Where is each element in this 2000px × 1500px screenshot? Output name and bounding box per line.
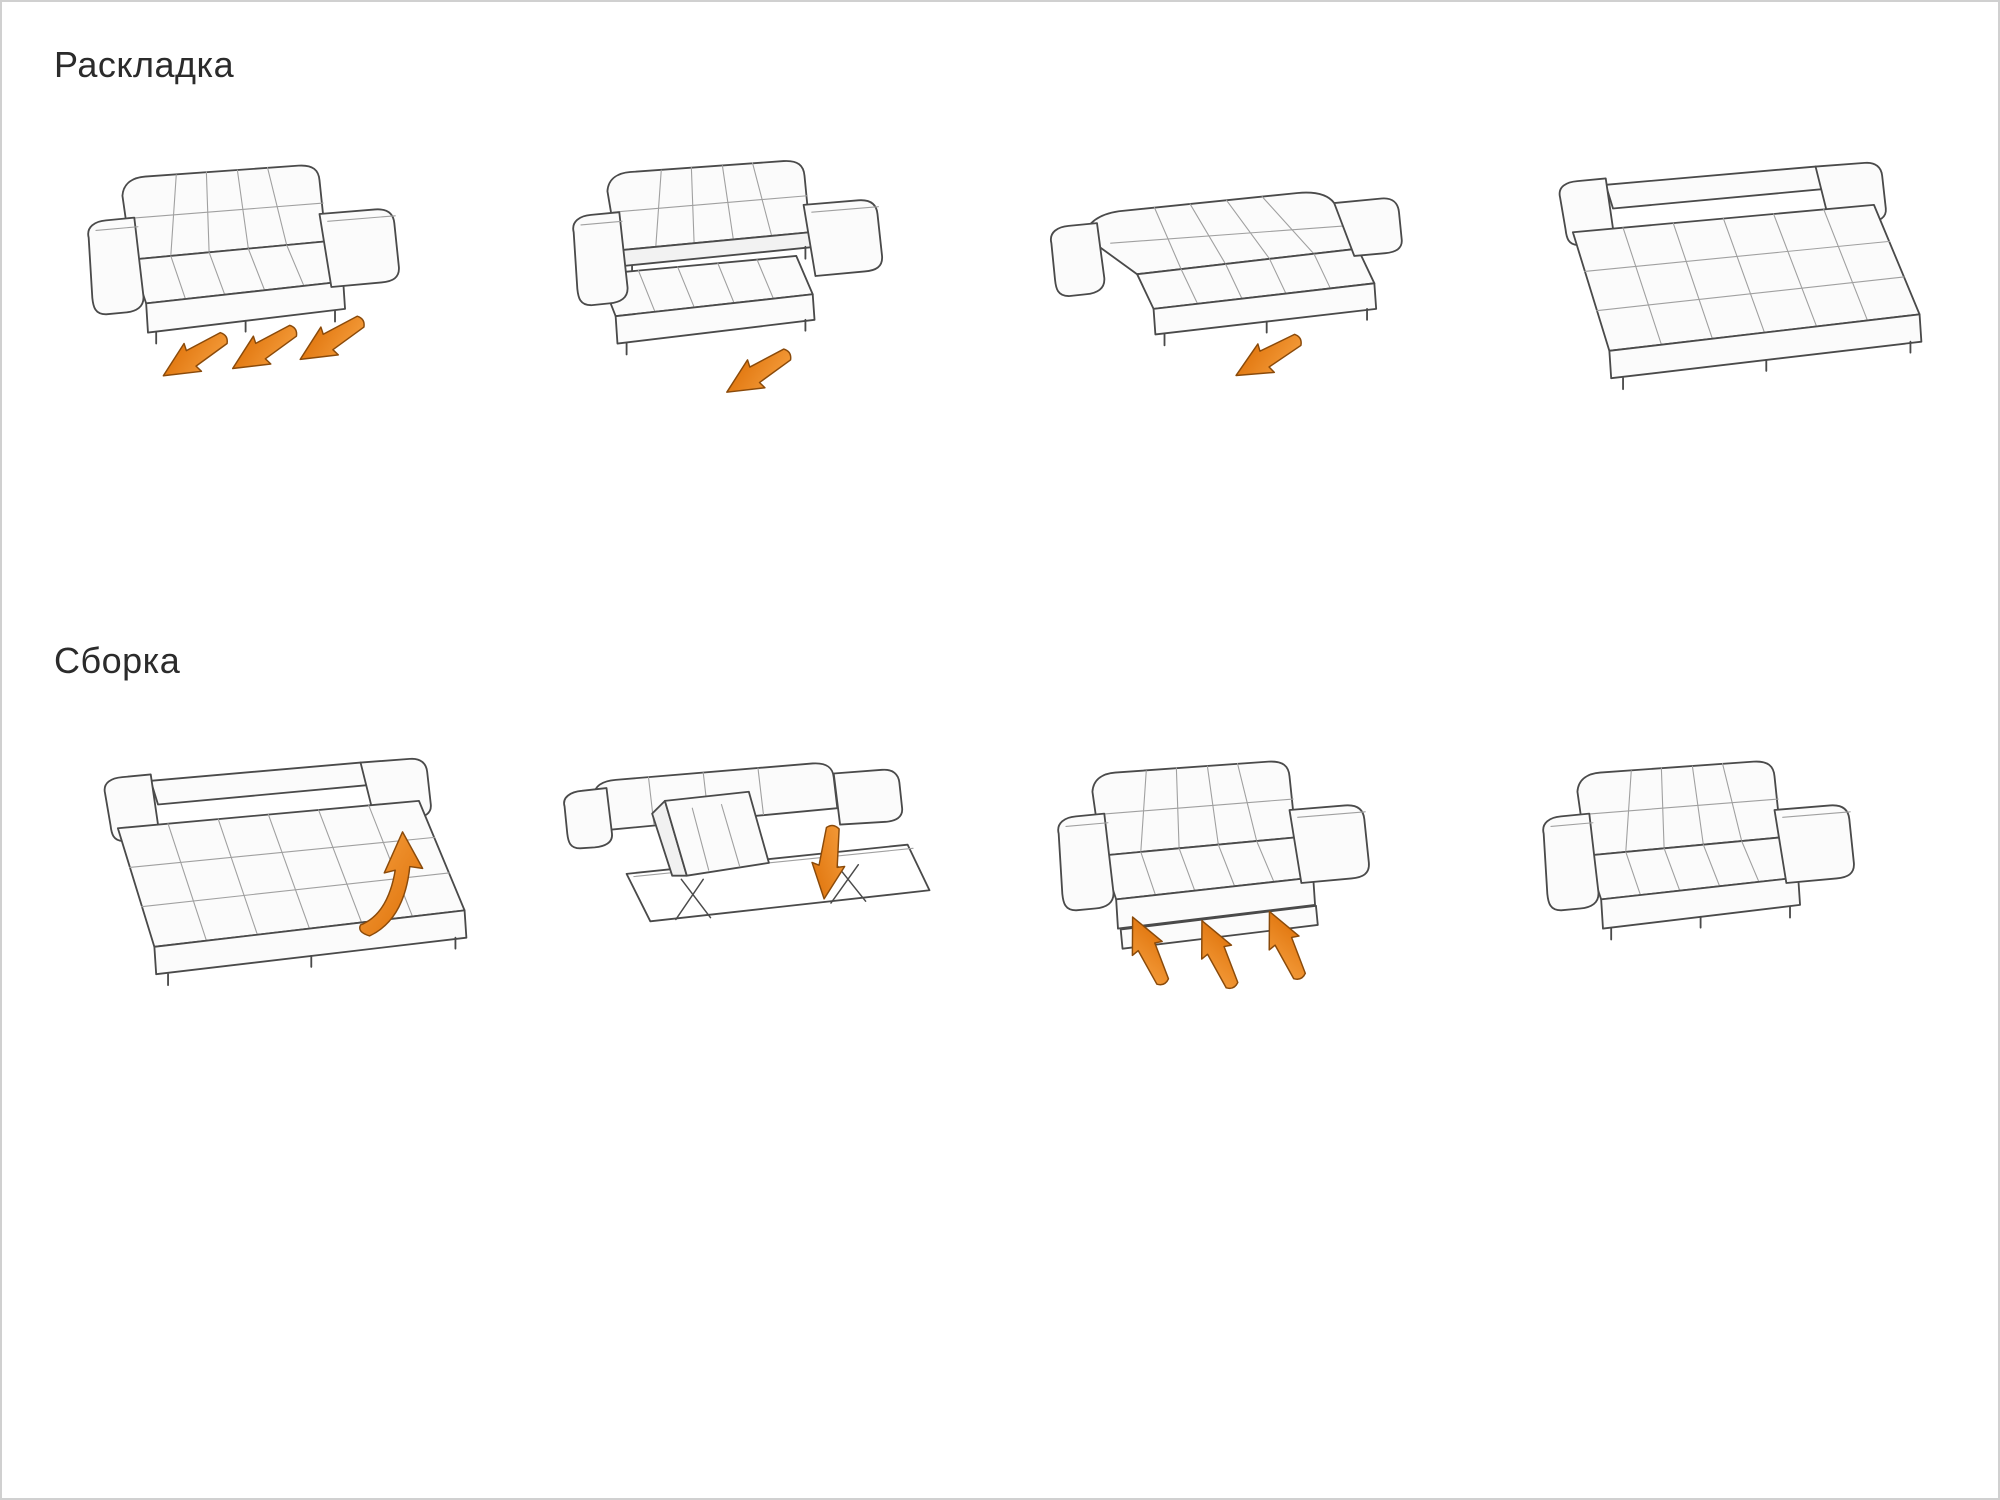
unfold-step-1-illustration (86, 164, 400, 391)
pull-arrow-icon (1226, 323, 1309, 391)
unfold-step-4-illustration (1558, 161, 1922, 391)
fold-step-4-sofa-assembled (1497, 737, 1958, 1011)
pull-arrow-icon (290, 305, 372, 375)
unfold-step-4-bed-fully-unfolded (1497, 141, 1958, 415)
pulled-out-skirt (1119, 904, 1319, 950)
unfold-step-3-backrest-folding-flat (1012, 141, 1473, 415)
fold-step-1-illustration (103, 757, 467, 986)
sofa-seat-pulled-drawing (571, 160, 883, 356)
unfold-step-1-sofa-closed-pull-base (42, 141, 503, 415)
pull-arrow-icon (222, 314, 305, 384)
sofa-closed-drawing (86, 164, 400, 345)
fold-step-3-push-base-in (1012, 737, 1473, 1011)
fold-down-arrow-icon (806, 822, 850, 902)
unfold-step-3-illustration (1049, 191, 1403, 391)
section-fold: Сборка (42, 640, 1958, 1011)
fold-step-1-lift-front-edge (42, 737, 503, 1011)
sofa-almost-closed-drawing (1056, 760, 1370, 941)
section-unfold: Раскладка (42, 44, 1958, 415)
section-title-fold: Сборка (54, 639, 181, 681)
bed-unfolded-drawing (103, 757, 467, 986)
unfold-step-2-seat-pulled-forward (527, 141, 988, 415)
sofa-backrest-flat-drawing (1049, 191, 1403, 347)
pull-arrow-icon (716, 338, 799, 407)
fold-step-2-section-folding-down (527, 737, 988, 1011)
fold-step-4-illustration (1541, 760, 1855, 941)
bed-frame-folding-drawing (562, 762, 930, 922)
section-title-unfold: Раскладка (54, 44, 235, 85)
sofa-assembled-drawing (1541, 760, 1855, 941)
instruction-sheet: Раскладка (2, 2, 1998, 1052)
steps-row-fold (42, 737, 1958, 1011)
fold-step-3-illustration (1056, 760, 1370, 996)
fold-step-2-illustration (562, 762, 930, 922)
steps-row-unfold (42, 141, 1958, 415)
unfold-step-2-illustration (571, 160, 883, 407)
bed-unfolded-drawing (1558, 161, 1922, 391)
pull-arrow-icon (153, 321, 235, 391)
